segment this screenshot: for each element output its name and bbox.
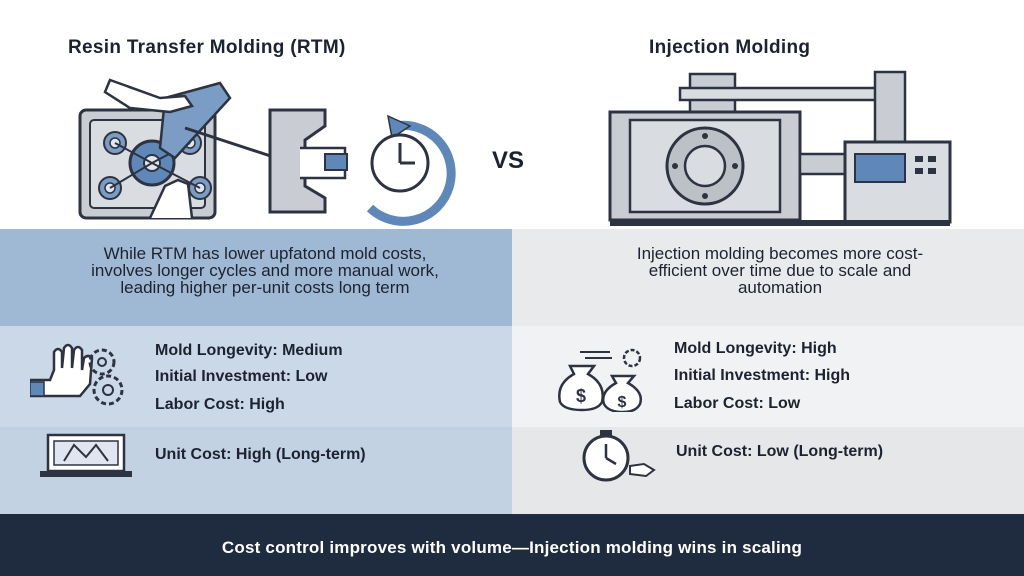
- injection-initial-investment: Initial Investment: High: [674, 367, 851, 384]
- injection-machine-icon: [608, 70, 952, 226]
- mold-half-icon: [268, 108, 348, 214]
- vs-label: VS: [492, 147, 525, 174]
- rtm-title: Resin Transfer Molding (RTM): [68, 37, 346, 58]
- clock-icon: [370, 133, 430, 193]
- footer-bar: [0, 514, 1024, 576]
- injection-title: Injection Molding: [649, 37, 811, 58]
- cycle-arrow-icon: [366, 114, 456, 226]
- stopwatch-icon: [582, 430, 656, 482]
- injection-description-panel: [512, 229, 1024, 326]
- injection-description: Injection molding becomes more cost-effi…: [636, 244, 924, 297]
- money-bag-icon: $ $: [558, 348, 642, 412]
- injection-labor-cost: Labor Cost: Low: [674, 395, 801, 412]
- injection-metrics-panel: [512, 326, 1024, 427]
- rtm-mold-longevity: Mold Longevity: Medium: [155, 342, 343, 359]
- rtm-initial-investment: Initial Investment: Low: [155, 368, 328, 385]
- rtm-labor-cost: Labor Cost: High: [155, 396, 285, 413]
- rtm-mold-illustration: [78, 78, 456, 226]
- monitor-icon: [40, 433, 132, 477]
- rtm-description: While RTM has lower upfatond mold costs,…: [91, 244, 439, 297]
- hand-icon: [103, 78, 195, 219]
- injection-machine-illustration: [608, 70, 952, 226]
- svg-text:$: $: [576, 386, 586, 406]
- svg-text:$: $: [618, 394, 627, 411]
- rtm-description-panel: [0, 229, 512, 326]
- injection-unit-cost: Unit Cost: Low (Long-term): [676, 443, 884, 460]
- hand-gear-icon: [30, 343, 124, 406]
- footer-text: Cost control improves with volume—Inject…: [221, 538, 803, 557]
- injection-mold-longevity: Mold Longevity: High: [674, 340, 837, 357]
- rtm-unit-cost: Unit Cost: High (Long-term): [155, 446, 366, 463]
